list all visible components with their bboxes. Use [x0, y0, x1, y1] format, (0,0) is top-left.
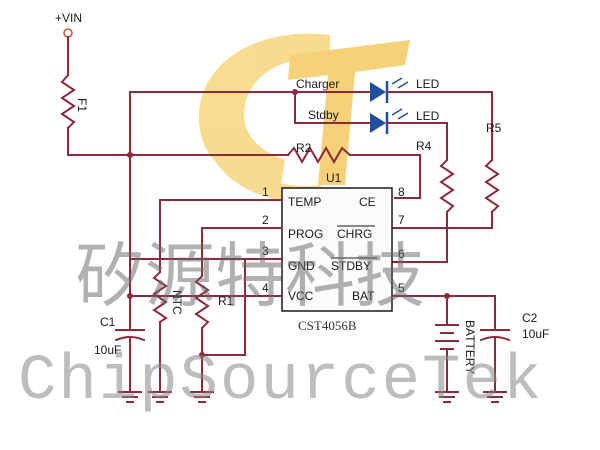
pin-number: 7	[398, 213, 405, 227]
led-charger-icon	[370, 82, 386, 102]
c1-value: 10uF	[94, 343, 121, 357]
pin-name: GND	[288, 259, 315, 273]
resistor-r1	[194, 274, 210, 330]
r4-label: R4	[416, 139, 432, 153]
pin-name: STDBY	[331, 259, 371, 273]
resistor-r4	[439, 158, 455, 214]
pin-number: 8	[398, 185, 405, 199]
ground-symbol	[118, 391, 142, 403]
r2-label: R2	[296, 141, 312, 155]
ntc-thermistor	[152, 270, 168, 324]
pin-number: 3	[262, 244, 269, 258]
resistor-r2	[286, 145, 352, 165]
led-stdby-icon	[370, 113, 386, 133]
charger-label: Charger	[296, 77, 339, 91]
c2-value: 10uF	[522, 327, 549, 341]
ground-symbol	[190, 391, 214, 403]
resistor-r5	[484, 158, 500, 214]
battery-label: BATTERY	[463, 320, 477, 374]
c2-label: C2	[522, 311, 538, 325]
pin-number: 6	[398, 247, 405, 261]
led-label-charger: LED	[416, 77, 440, 91]
ground-symbol	[483, 391, 507, 403]
fuse-f1	[60, 73, 76, 130]
chip-name: CST4056B	[298, 318, 357, 333]
pin-name: VCC	[288, 289, 314, 303]
u1-label: U1	[326, 171, 342, 185]
pin-name: CE	[359, 195, 376, 209]
r5-label: R5	[486, 121, 502, 135]
pin-name: BAT	[352, 289, 375, 303]
brand-logo-watermark	[198, 33, 410, 203]
pin-number: 1	[262, 185, 269, 199]
ground-symbol	[435, 391, 459, 403]
ground-symbol	[148, 391, 172, 403]
r1-label: R1	[218, 294, 234, 308]
pin-number: 5	[398, 281, 405, 295]
pin-name: PROG	[288, 227, 323, 241]
pin-name: TEMP	[288, 195, 321, 209]
vin-terminal	[63, 28, 73, 38]
pin-number: 4	[262, 281, 269, 295]
watermark-chinese: 矽源特科技	[75, 235, 425, 317]
ic-u1-body	[281, 187, 393, 312]
watermark-english: ChipSourceTek	[18, 346, 543, 418]
fuse-label: F1	[75, 98, 89, 112]
c1-label: C1	[100, 315, 116, 329]
led-label-stdby: LED	[416, 109, 440, 123]
pin-number: 2	[262, 213, 269, 227]
vin-label: +VIN	[55, 11, 82, 25]
stdby-label: Stdby	[308, 108, 339, 122]
ntc-label: NTC	[170, 290, 184, 315]
pin-name: CHRG	[337, 227, 372, 241]
